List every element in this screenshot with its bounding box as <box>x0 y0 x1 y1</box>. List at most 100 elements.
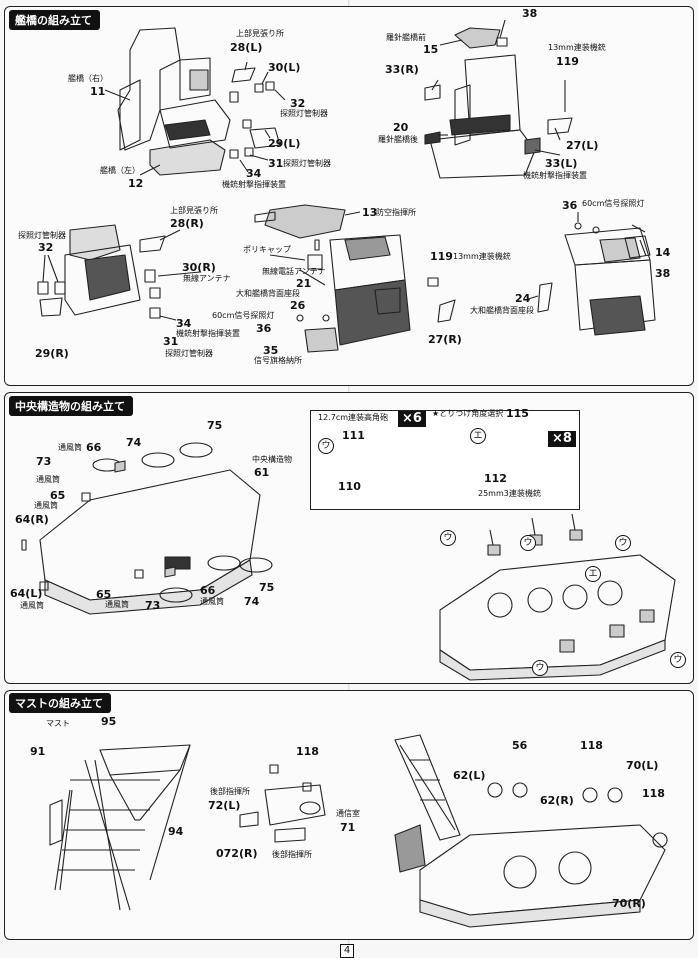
label-60cm-signal-light-b: 60cm信号探照灯 <box>582 199 645 208</box>
label-part-118b: 118 <box>580 739 603 752</box>
label-part-36a: 36 <box>256 322 272 335</box>
label-part-30r: 30(R) <box>182 261 216 274</box>
label-signal-flag-locker: 信号旗格納所 <box>254 356 302 365</box>
label-part-35: 35 <box>263 344 279 357</box>
label-part-29r: 29(R) <box>35 347 69 360</box>
label-part-74a: 74 <box>126 436 142 449</box>
mark-u-2: ウ <box>520 535 536 551</box>
label-part-31b: 31 <box>163 335 179 348</box>
label-part-072r: 072(R) <box>216 847 258 860</box>
label-yamato-bridge-rear-a: 大和艦橋背面座段 <box>236 289 300 298</box>
mark-u-5: ウ <box>670 652 686 668</box>
label-13mm-mg-a: 13mm連装機銃 <box>548 43 606 52</box>
label-mast: マスト <box>46 719 70 728</box>
label-part-34a: 34 <box>246 167 262 180</box>
label-part-32b: 32 <box>38 241 54 254</box>
mark-e-1: エ <box>585 566 601 582</box>
label-part-11: 11 <box>90 85 106 98</box>
label-part-24: 24 <box>515 292 531 305</box>
label-radiotelephone-antenna: 無線電話アンテナ <box>262 267 326 276</box>
label-13mm-mg-b: 13mm連装機銃 <box>453 252 511 261</box>
label-upper-lookout-text-a: 上部見張り所 <box>236 29 284 38</box>
label-upper-lookout-text-b: 上部見張り所 <box>170 206 218 215</box>
label-part-65b: 65 <box>96 588 112 601</box>
central-structure-diagram-left <box>21 442 273 615</box>
label-compass-bridge-front: 羅針艦橋前 <box>386 33 426 42</box>
label-part-75a: 75 <box>207 419 223 432</box>
mark-u-4: ウ <box>532 660 548 676</box>
label-part-28l: 28(L) <box>230 41 263 54</box>
gun-count-badge: ×6 <box>398 411 426 428</box>
label-part-65a: 65 <box>50 489 66 502</box>
label-part-66a: 66 <box>86 441 102 454</box>
mast-section-title: マストの組み立て <box>9 693 111 713</box>
label-part-62l: 62(L) <box>453 769 486 782</box>
label-part-29l: 29(L) <box>268 137 301 150</box>
label-polycap: ポリキャップ <box>243 245 291 254</box>
label-60cm-signal-light-a: 60cm信号探照灯 <box>212 311 275 320</box>
label-part-38a: 38 <box>522 7 538 20</box>
label-part-32a: 32 <box>290 97 306 110</box>
label-searchlight-control-b: 探照灯管制器 <box>283 159 331 168</box>
label-compass-bridge-rear: 羅針艦橋後 <box>378 135 418 144</box>
bridge-assembly-diagram-1 <box>104 27 286 176</box>
label-part-118c: 118 <box>642 787 665 800</box>
label-part-112: 112 <box>484 472 507 485</box>
label-part-34b: 34 <box>176 317 192 330</box>
label-part-70l: 70(L) <box>626 759 659 772</box>
mast-diagram <box>49 744 191 911</box>
label-rear-command-a: 後部指揮所 <box>210 787 250 796</box>
bridge-assembly-diagram-2 <box>424 19 573 179</box>
label-part-27l: 27(L) <box>566 139 599 152</box>
label-part-28r: 28(R) <box>170 217 204 230</box>
label-radio-antenna: 無線アンテナ <box>183 274 231 283</box>
label-searchlight-control-c: 探照灯管制器 <box>18 231 66 240</box>
label-radio-room: 通信室 <box>336 809 360 818</box>
label-part-110: 110 <box>338 480 361 493</box>
label-part-36b: 36 <box>562 199 578 212</box>
bridge-assembly-diagram-5 <box>427 212 656 336</box>
label-bridge-left-text: 艦橋（左） <box>100 166 140 175</box>
label-angle-select-note: ★とりつけ角度選択 <box>432 409 504 418</box>
label-part-13: 13 <box>362 206 378 219</box>
label-aa-command-post: 防空指揮所 <box>376 208 416 217</box>
label-part-56: 56 <box>512 739 528 752</box>
label-part-33r: 33(R) <box>385 63 419 76</box>
label-part-61: 61 <box>254 466 270 479</box>
label-part-95: 95 <box>101 715 117 728</box>
mast-section-frame <box>4 690 694 940</box>
label-part-62r: 62(R) <box>540 794 574 807</box>
mark-u-3: ウ <box>615 535 631 551</box>
label-part-33l: 33(L) <box>545 157 578 170</box>
label-part-12: 12 <box>128 177 144 190</box>
label-part-27r: 27(R) <box>428 333 462 346</box>
mark-u-inset: ウ <box>318 438 334 454</box>
label-ventilator-65a: 通風筒 <box>34 501 58 510</box>
bridge-assembly-diagram-4 <box>254 204 411 353</box>
label-part-94: 94 <box>168 825 184 838</box>
label-part-119a: 119 <box>556 55 579 68</box>
label-part-74b: 74 <box>244 595 260 608</box>
rear-command-diagram <box>239 764 326 843</box>
label-bridge-right-text: 艦橋（右） <box>68 74 108 83</box>
label-part-73a: 73 <box>36 455 52 468</box>
label-part-64r: 64(R) <box>15 513 49 526</box>
label-part-21: 21 <box>296 277 312 290</box>
label-part-66b: 66 <box>200 584 216 597</box>
label-yamato-bridge-rear-b: 大和艦橋背面座段 <box>470 306 534 315</box>
central-section-title: 中央構造物の組み立て <box>9 396 133 416</box>
parts-inset-box <box>310 410 580 510</box>
label-part-70r: 70(R) <box>612 897 646 910</box>
label-part-115: 115 <box>506 407 529 420</box>
label-searchlight-control-a: 探照灯管制器 <box>280 109 328 118</box>
label-ventilator-73a: 通風筒 <box>36 475 60 484</box>
label-part-118a: 118 <box>296 745 319 758</box>
label-ventilator-66b: 通風筒 <box>200 597 224 606</box>
label-part-75b: 75 <box>259 581 275 594</box>
label-127mm-gun: 12.7cm連装高角砲 <box>318 413 389 422</box>
label-ventilator-64l: 通風筒 <box>20 601 44 610</box>
label-aa-director-c: 機銃射撃指揮装置 <box>176 329 240 338</box>
label-part-111: 111 <box>342 429 365 442</box>
